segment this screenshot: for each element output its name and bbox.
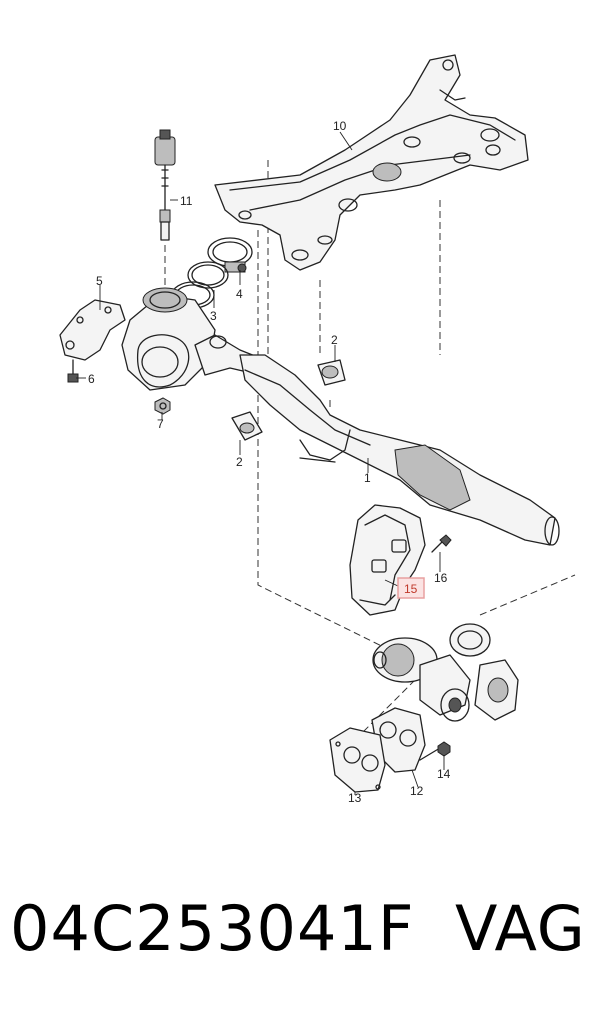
callout-5[interactable]: 5 xyxy=(96,274,103,288)
callout-7[interactable]: 7 xyxy=(157,417,164,431)
front-exhaust-pipe-part[interactable] xyxy=(239,354,560,546)
stud-nut-part[interactable] xyxy=(419,741,451,761)
callout-leader-lines xyxy=(76,131,445,795)
callout-2-lower[interactable]: 2 xyxy=(236,455,243,469)
callout-11[interactable]: 11 xyxy=(180,194,193,208)
callout-1[interactable]: 1 xyxy=(364,471,371,485)
callout-3[interactable]: 3 xyxy=(210,309,217,323)
callout-14[interactable]: 14 xyxy=(437,767,451,781)
oxygen-sensor-part[interactable] xyxy=(154,129,176,241)
callout-16[interactable]: 16 xyxy=(434,571,448,585)
callout-15-highlight[interactable]: 15 xyxy=(397,577,425,599)
pipe-clamp-part[interactable] xyxy=(207,237,253,273)
gasket-plate-part[interactable] xyxy=(329,727,386,793)
turbocharger-part[interactable] xyxy=(372,623,519,722)
callout-4[interactable]: 4 xyxy=(236,287,243,301)
subframe-part[interactable] xyxy=(214,54,529,271)
callout-labels: 10 11 4 3 5 6 7 2 2 1 16 15 14 13 12 xyxy=(88,119,451,805)
callout-6[interactable]: 6 xyxy=(88,372,95,386)
callout-12[interactable]: 12 xyxy=(410,784,424,798)
bolt-part[interactable] xyxy=(67,359,79,383)
nut-part[interactable] xyxy=(154,397,171,415)
callout-15[interactable]: 15 xyxy=(404,582,418,596)
callout-2-upper[interactable]: 2 xyxy=(331,333,338,347)
part-number-label: 04C253041F xyxy=(10,892,415,965)
assembly-guide-lines xyxy=(164,160,576,746)
shield-bolt-part[interactable] xyxy=(431,534,452,553)
rubber-mount-upper-part[interactable] xyxy=(317,359,346,386)
manifold-bracket-part[interactable] xyxy=(59,299,126,361)
heat-shield-part[interactable] xyxy=(349,504,426,616)
callout-10[interactable]: 10 xyxy=(333,119,347,133)
catalytic-converter-part[interactable] xyxy=(121,287,266,391)
callout-13[interactable]: 13 xyxy=(348,791,362,805)
brand-label: VAG xyxy=(455,892,586,965)
rubber-mount-lower-part[interactable] xyxy=(231,411,263,441)
